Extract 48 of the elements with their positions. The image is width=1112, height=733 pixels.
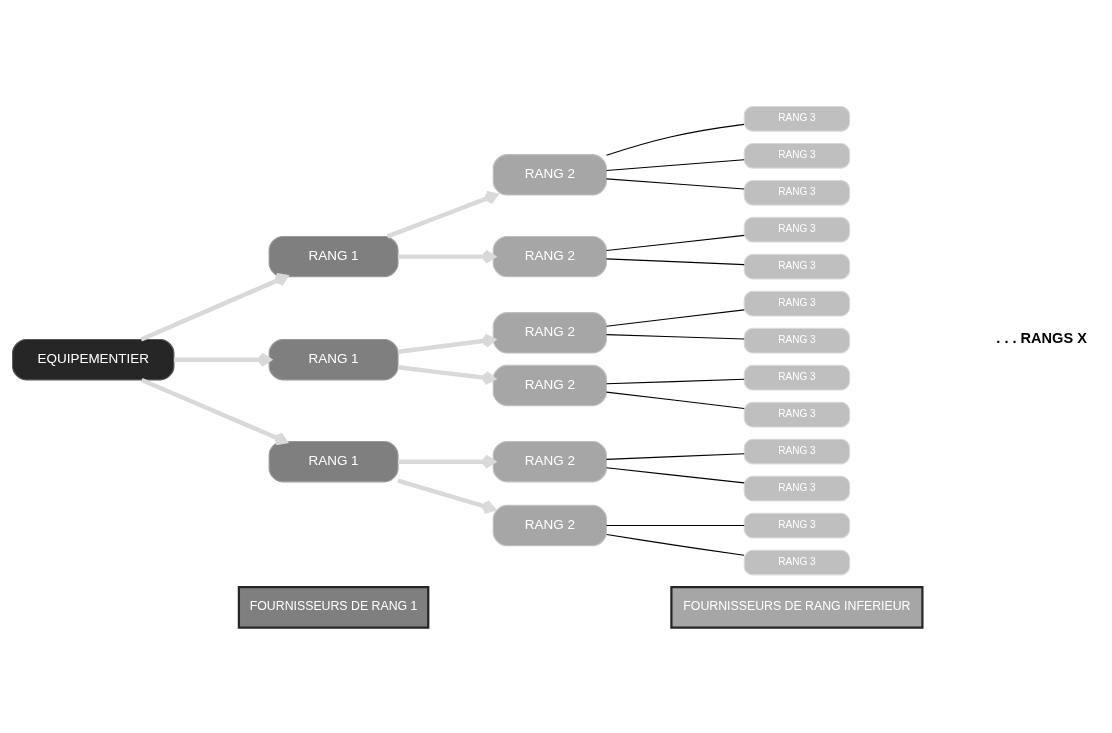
node-box: RANG 3: [743, 401, 851, 427]
arrow: [398, 453, 496, 469]
connector: [605, 524, 745, 526]
connector: [605, 257, 745, 265]
connector: [605, 333, 745, 340]
node-box: RANG 3: [743, 290, 851, 317]
arrow: [140, 377, 288, 445]
connector: [605, 466, 745, 483]
node-box: RANG 2: [492, 364, 607, 406]
connector: [605, 158, 745, 171]
node-box: RANG 3: [743, 105, 851, 132]
node-box: RANG 2: [492, 311, 607, 354]
node-box: RANG 1: [268, 338, 399, 380]
connector: [605, 391, 745, 409]
connector: [605, 177, 745, 190]
arrow: [397, 364, 496, 385]
node-box: RANG 3: [743, 512, 851, 538]
label: . . . RANGS X: [996, 329, 1087, 346]
node-box: RANG 3: [743, 179, 851, 206]
arrow: [173, 351, 272, 367]
node-box: RANG 2: [492, 504, 607, 546]
node-box: RANG 3: [743, 475, 851, 501]
arrow: [386, 190, 498, 238]
connector: [605, 308, 745, 327]
node-box: RANG 1: [268, 440, 399, 482]
node-box: RANG 3: [743, 549, 851, 575]
node-box: FOURNISSEURS DE RANG INFERIEUR: [670, 585, 924, 629]
connector: [605, 123, 745, 156]
node-box: RANG 3: [743, 327, 851, 354]
node-box: RANG 1: [268, 235, 399, 277]
node-box: RANG 3: [743, 253, 851, 280]
node-box: RANG 3: [743, 142, 851, 169]
node-box: RANG 3: [743, 216, 851, 243]
node-box: RANG 2: [492, 153, 607, 196]
connector: [605, 452, 745, 460]
arrow: [397, 477, 496, 514]
node-box: EQUIPEMENTIER: [12, 338, 175, 380]
connector: [605, 378, 745, 384]
connector: [605, 234, 745, 251]
node-box: FOURNISSEURS DE RANG 1: [237, 585, 430, 629]
arrow: [140, 272, 289, 342]
node-box: RANG 3: [743, 438, 851, 464]
arrow: [397, 333, 496, 354]
node-box: RANG 2: [492, 235, 607, 277]
arrow: [398, 248, 496, 264]
node-box: RANG 2: [492, 440, 607, 482]
connector: [606, 533, 745, 556]
node-box: RANG 3: [743, 364, 851, 391]
